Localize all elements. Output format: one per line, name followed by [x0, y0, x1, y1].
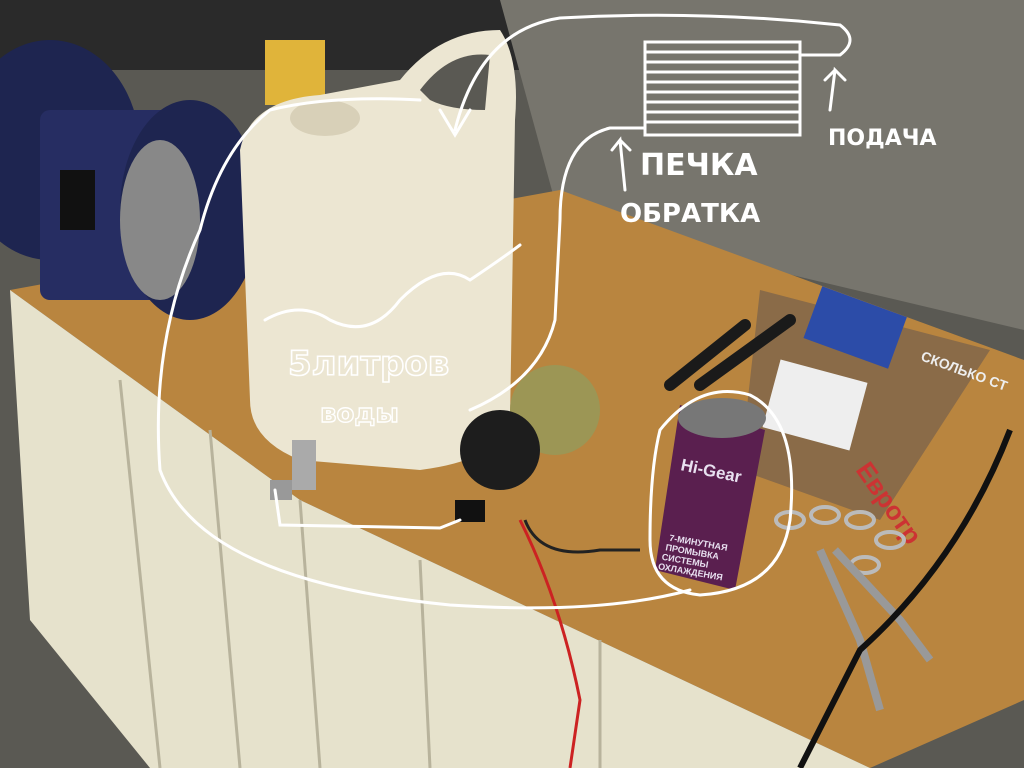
- water-level-wave: [263, 243, 522, 329]
- bench-grinder: [0, 40, 260, 320]
- canister-outline: [156, 97, 692, 610]
- return-line: [468, 126, 647, 412]
- water-pump: [455, 365, 640, 768]
- annotation-return: ОБРАТКА: [620, 199, 760, 229]
- bench-panel-lines: [118, 379, 602, 768]
- annotation-volume: 5литров: [288, 344, 449, 384]
- supply-arrow-icon: [438, 108, 472, 138]
- heater-radiator-sketch: [643, 40, 802, 137]
- pump-inlet-line: [273, 488, 462, 530]
- annotation-supply: ПОДАЧА: [828, 126, 937, 151]
- supply-pointer-icon: [823, 66, 847, 112]
- annotation-water: воды: [320, 399, 399, 429]
- can-circle: [648, 390, 794, 597]
- supply-line: [453, 13, 852, 132]
- bench-front: [10, 290, 870, 768]
- annotation-drawing: [156, 13, 852, 610]
- pliers: [816, 547, 934, 712]
- markers: [664, 314, 796, 391]
- heater-fins: [643, 50, 802, 124]
- floor-light: [500, 0, 1024, 330]
- annotation-heater: ПЕЧКА: [640, 148, 758, 183]
- yellow-box: [265, 40, 325, 105]
- return-pointer-icon: [610, 136, 632, 192]
- power-cable: [797, 428, 1013, 768]
- water-canister: [240, 30, 516, 500]
- flush-can: Hi-Gear 7-МИНУТНАЯ ПРОМЫВКА СИСТЕМЫ ОХЛА…: [655, 398, 766, 590]
